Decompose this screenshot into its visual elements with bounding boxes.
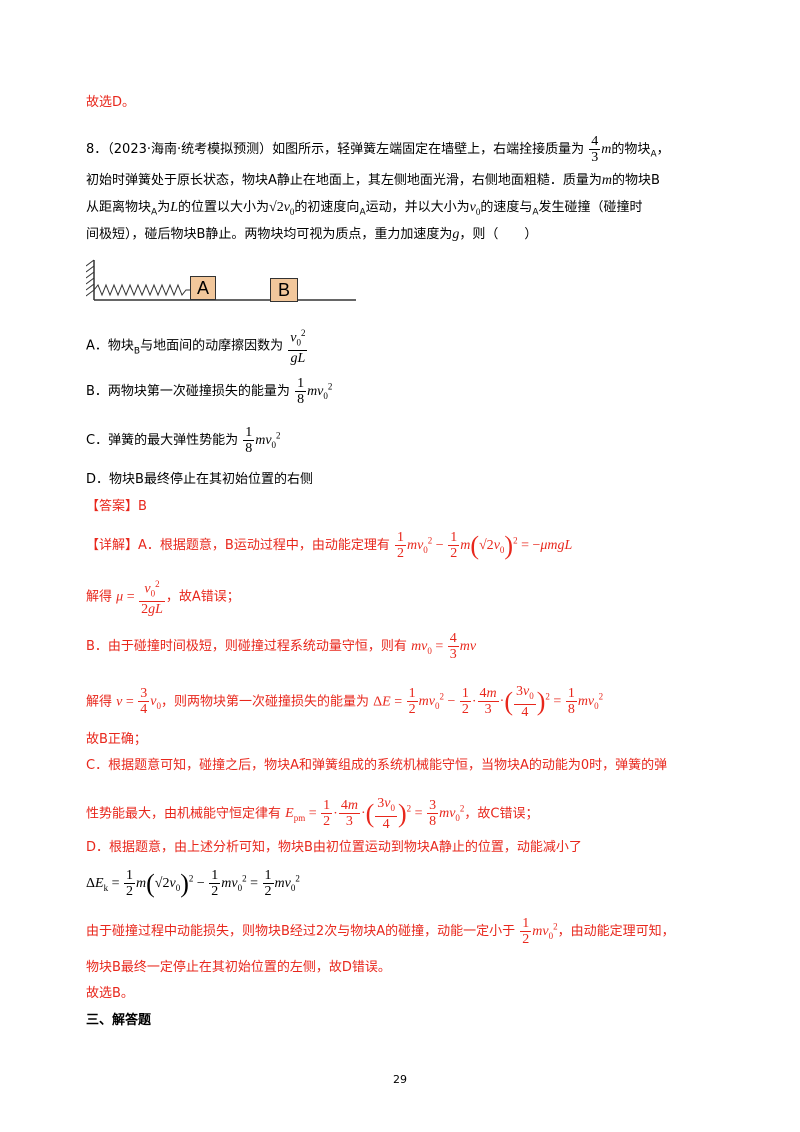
page-number: 29 [393, 1073, 407, 1086]
question-line-2: 初始时弹簧处于原长状态，物块A静止在地面上，其左侧地面光滑，右侧地面粗糙．质量为… [86, 173, 660, 188]
block-b: B [270, 278, 298, 302]
solution-conclusion: 故选B。 [86, 986, 134, 1001]
solution-b-3: 故B正确； [86, 732, 147, 747]
section-heading: 三、解答题 [86, 1013, 152, 1028]
wall-hatch [86, 259, 95, 297]
question-line-3: 从距离物块A为L的位置以大小为√2v0的初速度向A运动，并以大小为v0的速度与A… [86, 200, 643, 218]
option-d: D．物块B最终停止在其初始位置的右侧 [86, 472, 313, 487]
solution-c-1: C．根据题意可知，碰撞之后，物块A和弹簧组成的系统机械能守恒，当物块A的动能为0… [86, 758, 668, 773]
question-line-4: 间极短），碰后物块B静止。两物块均可视为质点，重力加速度为g，则（ ） [86, 227, 538, 242]
block-a: A [190, 276, 216, 300]
spring-wall-svg [86, 259, 356, 301]
question-line-1: 8．（2023·海南·统考模拟预测）如图所示，轻弹簧左端固定在墙壁上，右端拴接质… [86, 134, 670, 165]
solution-d-1: D．根据题意，由上述分析可知，物块B由初位置运动到物块A静止的位置，动能减小了 [86, 840, 582, 855]
prev-conclusion: 故选D。 [86, 95, 136, 110]
spring-diagram: A B [86, 258, 361, 308]
spring [93, 283, 190, 297]
solution-d-4: 物块B最终一定停止在其初始位置的左侧，故D错误。 [86, 960, 391, 975]
answer: 【答案】B [86, 499, 147, 514]
